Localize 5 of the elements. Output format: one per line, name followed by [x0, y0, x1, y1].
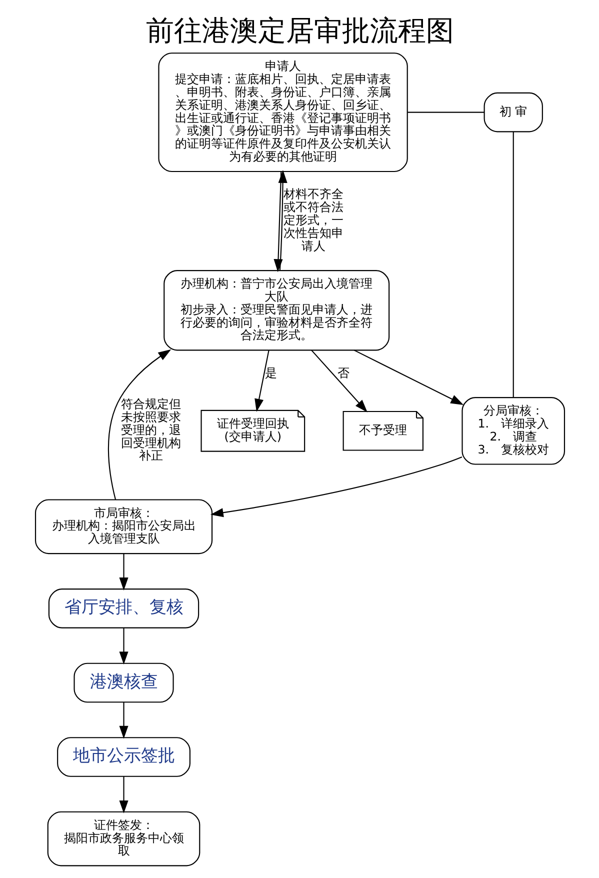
- diagram-title: 前往港澳定居审批流程图: [146, 13, 454, 46]
- edge-label: 材料不齐全或不符合法定形式，一次性告知申请人: [283, 186, 344, 252]
- edge-label: 是: [264, 365, 277, 380]
- edge-label: 符合规定但未按照要求受理的，退回受理机构补正: [120, 396, 181, 462]
- edge-label: 否: [336, 365, 349, 380]
